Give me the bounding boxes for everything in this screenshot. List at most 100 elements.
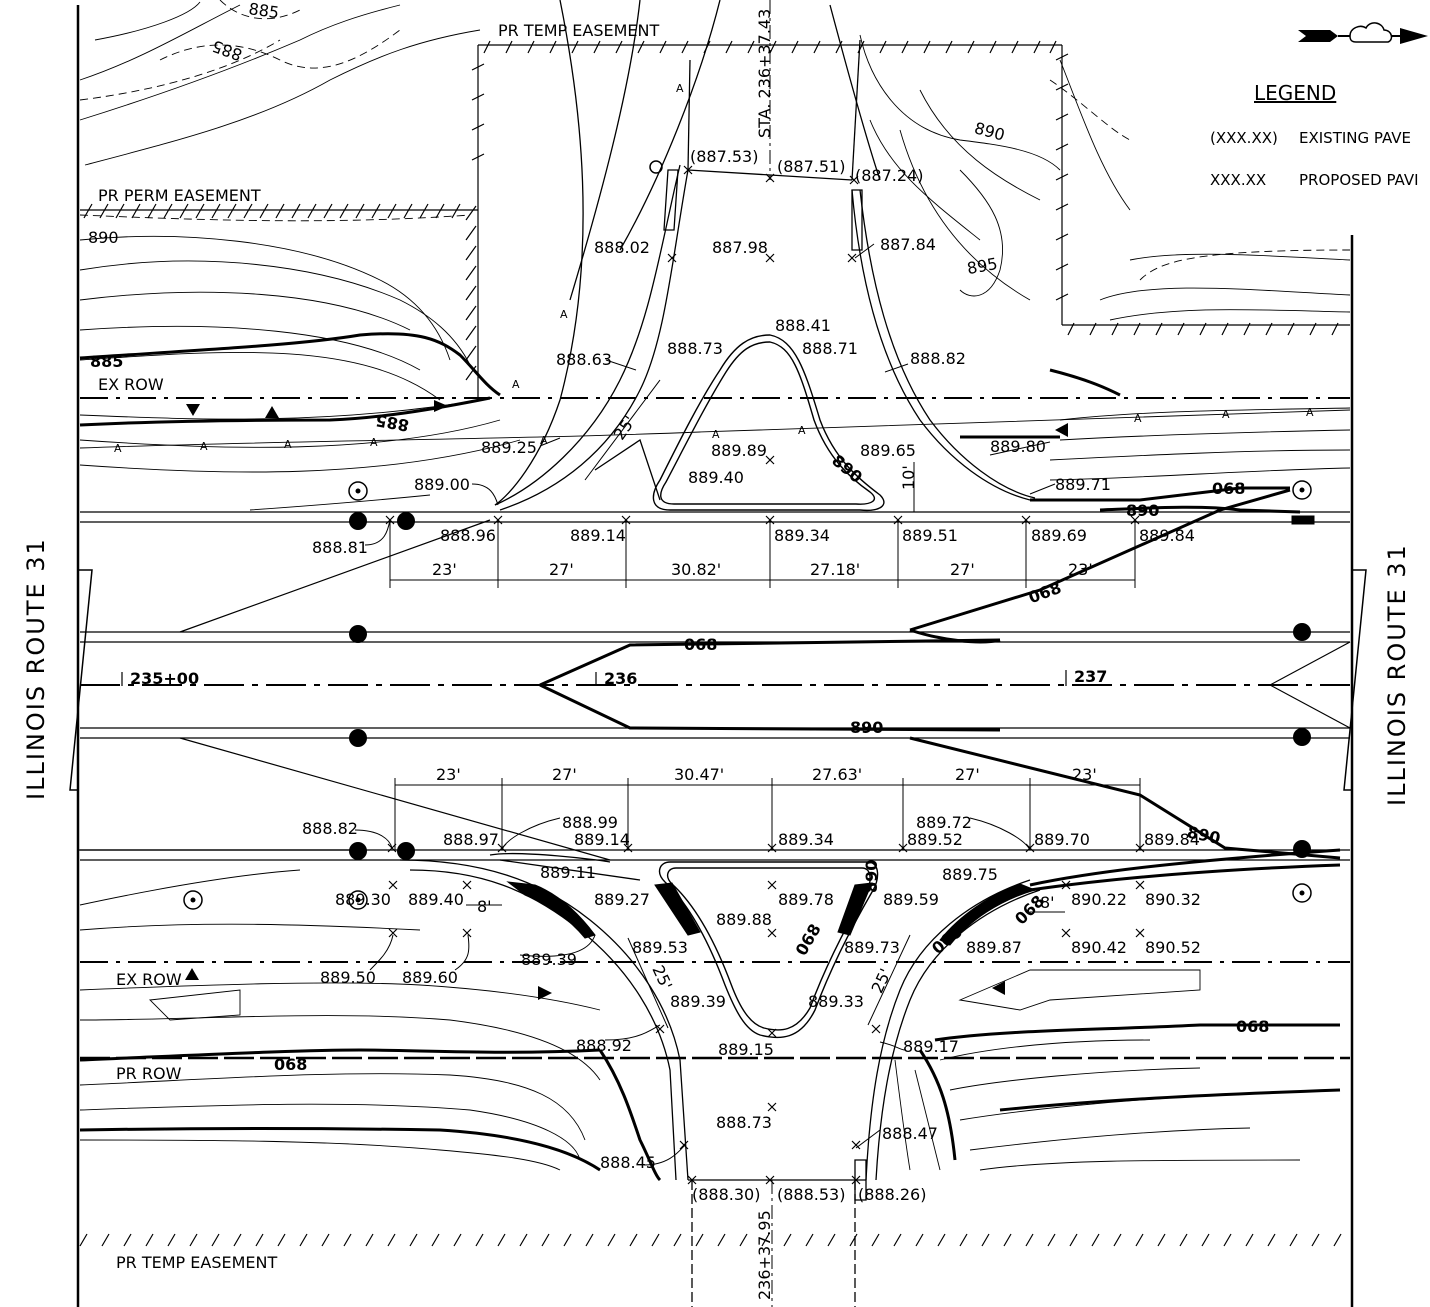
easement-hatching xyxy=(79,40,1342,1247)
dimension-label: 23' xyxy=(1072,765,1097,784)
proposed-elevation: 888.96 xyxy=(440,526,496,545)
line-marker: A xyxy=(512,378,520,391)
pr-row: PR ROW xyxy=(116,1064,182,1083)
proposed-elevation: 889.52 xyxy=(907,830,963,849)
proposed-elevation: 889.60 xyxy=(402,968,458,987)
legend-symbol-proposed: XXX.XX xyxy=(1210,171,1266,189)
dimension-label: 27' xyxy=(955,765,980,784)
existing-elevation: (887.51) xyxy=(777,157,845,176)
proposed-elevation: 889.27 xyxy=(594,890,650,909)
proposed-elevation: 888.45 xyxy=(600,1153,656,1172)
line-marker: A xyxy=(540,434,548,447)
proposed-elevation: 889.75 xyxy=(942,865,998,884)
dimension-lines xyxy=(389,0,1141,1307)
dimension-label: 30.47' xyxy=(674,765,724,784)
contour-label: 890 xyxy=(972,118,1006,144)
ex-row-bottom: EX ROW xyxy=(116,970,182,989)
proposed-elevation: 888.81 xyxy=(312,538,368,557)
dimension-label: 23' xyxy=(432,560,457,579)
contour-label: 890 xyxy=(88,228,119,247)
proposed-elevation: 889.89 xyxy=(711,441,767,460)
contour-label: 885 xyxy=(209,36,244,64)
proposed-elevation: 889.39 xyxy=(521,950,577,969)
proposed-elevation: 889.69 xyxy=(1031,526,1087,545)
proposed-elevation: 888.41 xyxy=(775,316,831,335)
proposed-elevation: 889.78 xyxy=(778,890,834,909)
dimension-label: 25' xyxy=(648,962,676,992)
dimension-label: 27' xyxy=(552,765,577,784)
dimension-label: 8' xyxy=(477,897,492,916)
existing-elevation: (888.30) xyxy=(692,1185,760,1204)
existing-elevation: (888.53) xyxy=(777,1185,845,1204)
proposed-elevation: 889.25 xyxy=(481,438,537,457)
proposed-elevation: 888.82 xyxy=(910,349,966,368)
proposed-elevation: 888.82 xyxy=(302,819,358,838)
station-ticks xyxy=(121,670,1067,686)
proposed-elevation: 889.65 xyxy=(860,441,916,460)
contour-label: 068 xyxy=(1236,1017,1269,1036)
contour-label: 890 xyxy=(862,860,881,893)
dimension-label: 25' xyxy=(868,966,896,996)
curb-blocks xyxy=(506,515,1315,946)
proposed-elevation: 889.30 xyxy=(335,890,391,909)
island-north xyxy=(652,334,885,512)
line-marker: A xyxy=(560,308,568,321)
proposed-elevation: 889.39 xyxy=(670,992,726,1011)
proposed-elevation: 889.80 xyxy=(990,437,1046,456)
station-235: 235+00 xyxy=(130,669,199,688)
line-marker: A xyxy=(284,438,292,451)
dimension-label: 27' xyxy=(950,560,975,579)
manholes xyxy=(183,160,1312,910)
leader-lines xyxy=(354,243,1056,1166)
contour-label: 068 xyxy=(1212,479,1245,498)
dimension-label: 30.82' xyxy=(671,560,721,579)
proposed-elevation: 888.92 xyxy=(576,1036,632,1055)
legend-text-proposed: PROPOSED PAVI xyxy=(1299,171,1419,189)
proposed-elevation: 888.47 xyxy=(882,1124,938,1143)
proposed-elevation: 890.32 xyxy=(1145,890,1201,909)
proposed-elevation: 888.71 xyxy=(802,339,858,358)
existing-elevation: (887.53) xyxy=(690,147,758,166)
proposed-elevation: 889.59 xyxy=(883,890,939,909)
proposed-elevation: 889.00 xyxy=(414,475,470,494)
line-marker: A xyxy=(1306,406,1314,419)
pr-perm-easement: PR PERM EASEMENT xyxy=(98,186,261,205)
contour-label: 885 xyxy=(374,411,410,436)
proposed-elevation: 888.73 xyxy=(716,1113,772,1132)
existing-elevation: (888.26) xyxy=(858,1185,926,1204)
proposed-elevation: 887.84 xyxy=(880,235,936,254)
proposed-elevation: 888.63 xyxy=(556,350,612,369)
proposed-elevation: 889.17 xyxy=(903,1037,959,1056)
line-marker: A xyxy=(114,442,122,455)
dimension-label: 10' xyxy=(899,465,918,490)
proposed-elevation: 889.34 xyxy=(778,830,834,849)
contour-label: 068 xyxy=(792,920,825,958)
proposed-elevation: 889.71 xyxy=(1055,475,1111,494)
proposed-elevation: 889.84 xyxy=(1144,830,1200,849)
heavy-contours xyxy=(79,332,1341,1182)
side-road-north xyxy=(494,0,1036,511)
proposed-elevation: 889.40 xyxy=(688,468,744,487)
proposed-elevation: 889.87 xyxy=(966,938,1022,957)
dimension-label: 23' xyxy=(436,765,461,784)
pr-temp-easement-top: PR TEMP EASEMENT xyxy=(498,21,659,40)
proposed-elevation: 889.73 xyxy=(844,938,900,957)
proposed-elevation: 889.34 xyxy=(774,526,830,545)
pr-temp-easement-bottom: PR TEMP EASEMENT xyxy=(116,1253,277,1272)
line-marker: A xyxy=(712,428,720,441)
contour-label: 890 xyxy=(1126,501,1159,520)
line-marker: A xyxy=(370,436,378,449)
row-lines xyxy=(76,5,1354,1307)
contour-label: 885 xyxy=(90,352,123,371)
proposed-elevation: 889.72 xyxy=(916,813,972,832)
proposed-elevation: 889.33 xyxy=(808,992,864,1011)
legend-title: LEGEND xyxy=(1254,81,1336,105)
line-marker: A xyxy=(1134,412,1142,425)
contour-label: 068 xyxy=(274,1055,307,1074)
road-name-right: ILLINOIS ROUTE 31 xyxy=(1383,543,1411,806)
proposed-elevation: 888.73 xyxy=(667,339,723,358)
line-marker: A xyxy=(200,440,208,453)
side-road-south xyxy=(399,852,1041,1307)
proposed-elevation: 889.53 xyxy=(632,938,688,957)
